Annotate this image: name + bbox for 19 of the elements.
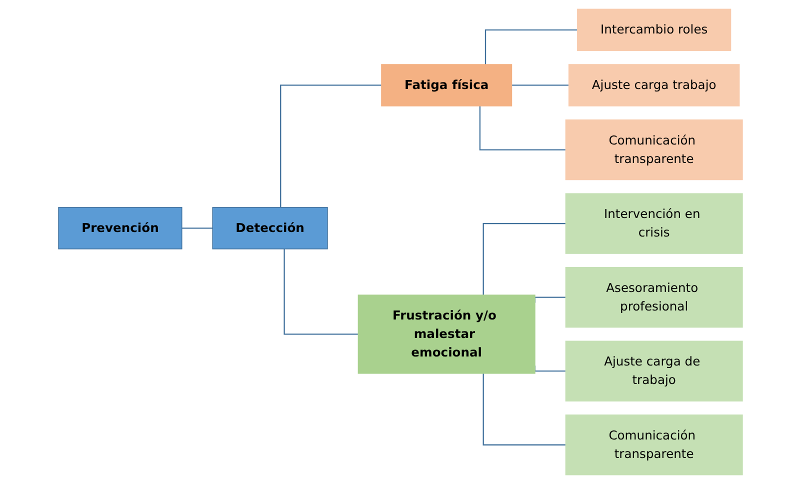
node-box: Comunicación transparente [565,119,743,180]
node-box: Detección [212,207,328,250]
connector [479,106,566,150]
node-box: Comunicación transparente [565,414,743,476]
connector [280,84,382,208]
node-box: Ajuste carga trabajo [568,64,740,106]
node-box: Intervención en crisis [565,193,743,254]
connector [181,228,213,229]
node-box: Frustración y/o malestar emocional [358,294,536,374]
node-box: Intercambio roles [577,8,732,52]
node-box: Fatiga física [381,64,512,106]
connector [284,248,358,335]
connector [511,84,569,86]
connector [482,373,566,446]
node-box: Prevención [58,207,182,250]
node-box: Ajuste carga de trabajo [565,340,743,402]
node-box: Asesoramiento profesional [565,266,743,328]
connector [482,222,566,296]
connector [484,29,578,64]
